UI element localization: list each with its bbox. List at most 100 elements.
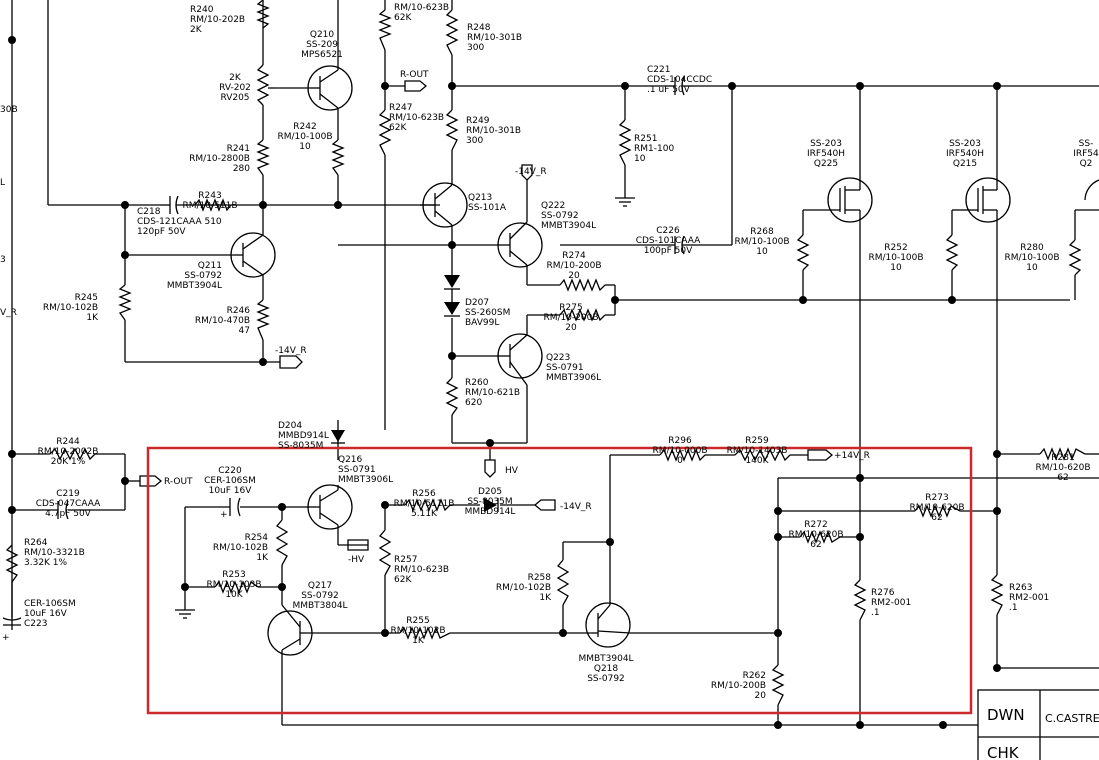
- label-line: R263: [1009, 583, 1032, 593]
- label-line: HV: [505, 466, 519, 476]
- label-line: RM/10-623B: [394, 3, 449, 13]
- label-line: IRF540H: [807, 149, 845, 159]
- label-line: 4.7pF 50V: [45, 509, 92, 519]
- resistor-r254: [275, 519, 289, 566]
- label-line: RM/10-200B: [546, 261, 601, 271]
- label-edge-vr: V_R: [0, 308, 17, 318]
- label-line: R257: [394, 555, 417, 565]
- resistor-r275: [559, 308, 606, 322]
- transistor-q217: [267, 604, 313, 656]
- resistor-r239: [378, 9, 392, 51]
- label-line: RM/10-100B: [868, 253, 923, 263]
- label-line: Q223: [546, 353, 570, 363]
- label-line: RM2-001: [871, 598, 911, 608]
- label-line: R246: [227, 306, 251, 316]
- ground-symbols: [175, 197, 635, 619]
- label-line: +14V_R: [834, 451, 870, 461]
- label-line: R276: [871, 588, 895, 598]
- label-line: Q210: [310, 30, 335, 40]
- label-line: R243: [198, 191, 221, 201]
- label-line: 1K: [86, 313, 99, 323]
- label-rout-top: R-OUT: [400, 70, 429, 80]
- label-line: MMBD914L: [278, 431, 329, 441]
- label-neg14c: -14V_R: [560, 502, 592, 512]
- label-line: 10uF 16V: [24, 609, 68, 619]
- capacitor-c220: [229, 497, 241, 517]
- label-line: R253: [222, 570, 245, 580]
- mosfet-q215: [965, 175, 1011, 223]
- label-line: C221: [647, 65, 670, 75]
- label-line: RM/10-200B: [711, 681, 766, 691]
- label-line: RM/10-1403B: [727, 446, 788, 456]
- label-line: SS-: [1079, 139, 1094, 149]
- label-line: R281: [1051, 453, 1074, 463]
- tag-icon: [347, 539, 369, 551]
- label-line: MMBT3904L: [541, 221, 596, 231]
- label-line: 2K: [190, 25, 203, 35]
- label-line: R240: [190, 5, 214, 15]
- label-line: -14V_R: [560, 502, 592, 512]
- label-line: R273: [925, 493, 948, 503]
- label-line: 30B: [0, 105, 18, 115]
- label-line: R-OUT: [164, 477, 193, 487]
- label-line: R239: [394, 0, 418, 3]
- resistor-r273: [914, 504, 961, 518]
- title-block: DWN C.CASTRE CHK: [977, 689, 1099, 760]
- label-line: 20: [568, 271, 580, 281]
- label-line: Q217: [308, 581, 332, 591]
- label-line: Q222: [541, 201, 565, 211]
- label-line: R258: [528, 573, 552, 583]
- label-line: 120pF 50V: [137, 227, 186, 237]
- label-line: MMBT3906L: [338, 475, 393, 485]
- tag-icon: [404, 80, 428, 92]
- label-line: 20: [755, 691, 767, 701]
- transistor-q223: [497, 333, 543, 386]
- label-line: CDS-047CAAA: [36, 499, 101, 509]
- resistor-r264: [5, 544, 19, 583]
- label-line: RM/10-200B: [543, 313, 598, 323]
- transistor-q222: [497, 221, 543, 268]
- label-line: RM/10-102B: [496, 583, 551, 593]
- label-line: RM/10-103B: [206, 580, 261, 590]
- label-line: R255: [406, 616, 429, 626]
- offpage-tags: [139, 80, 834, 551]
- label-line: D204: [278, 421, 302, 431]
- wires: [11, 0, 1099, 726]
- label-line: R260: [465, 378, 489, 388]
- ground-icon: [615, 197, 635, 207]
- resistor-r262: [771, 664, 785, 706]
- label-line: MMBT3804L: [292, 601, 347, 611]
- label-line: R264: [24, 538, 48, 548]
- label-line: 20: [565, 323, 577, 333]
- label-line: Q213: [468, 193, 492, 203]
- label-line: R256: [412, 489, 436, 499]
- label-line: CDS-104CCDC: [647, 75, 712, 85]
- label-line: SS-0792: [301, 591, 339, 601]
- label-line: 1K: [412, 636, 425, 646]
- resistor-r280: [1068, 239, 1082, 276]
- label-line: SS-203: [810, 139, 842, 149]
- label-line: 62K: [394, 13, 412, 23]
- label-line: 10K: [225, 590, 243, 600]
- label-line: RM/10-102B: [390, 626, 445, 636]
- label-line: RM/10-620B: [1035, 463, 1090, 473]
- label-line: R-OUT: [400, 70, 429, 80]
- label-line: MMBT3904L: [578, 654, 633, 664]
- label-neghv: -HV: [348, 555, 365, 565]
- junctions: [8, 36, 1001, 729]
- potentiometer-rv205: [256, 64, 270, 106]
- resistor-r245: [118, 284, 132, 321]
- label-line: RM/10-623B: [394, 565, 449, 575]
- label-line: 10: [756, 247, 768, 257]
- resistor-r276: [853, 579, 867, 621]
- diode-d204: [331, 430, 345, 444]
- resistor-r296: [659, 448, 706, 462]
